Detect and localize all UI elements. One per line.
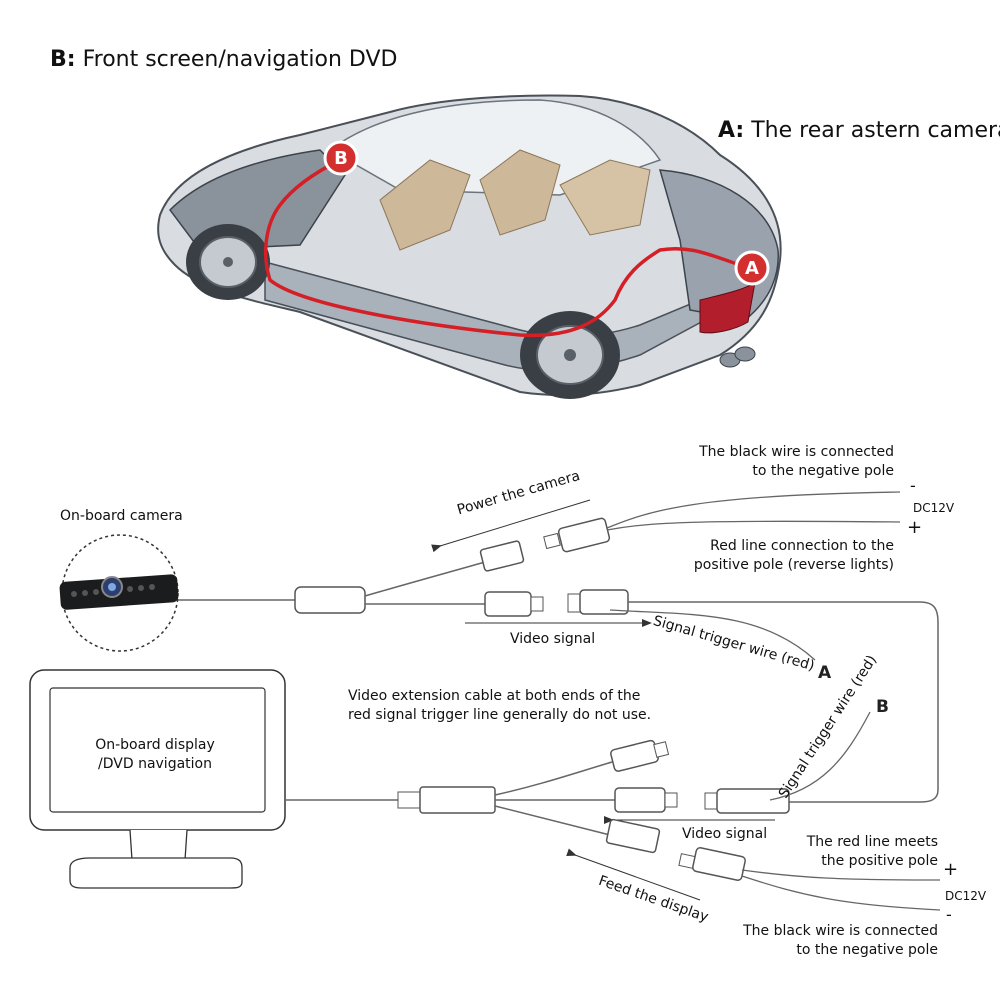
label-bottom-voltage: DC12V [945,889,987,903]
label-display-1: On-board display [95,737,215,753]
arrow-feed-display [566,848,701,901]
black-wire-top [606,491,901,529]
car-rear-seat [559,159,651,236]
car-cable-route [263,158,741,338]
display-connector-middle-pin [664,792,678,808]
camera-splitter [294,586,366,614]
power-plug-display [678,847,746,881]
trigger-a-end: A [818,663,832,683]
red-wire-bottom [741,869,941,881]
camera-power-branch [364,561,486,597]
label-a-letter: A: [718,118,745,143]
label-video-signal-bottom: Video signal [682,826,768,842]
label-video-signal-top: Video signal [510,631,596,647]
label-red-line-1: Red line connection to the [710,538,894,554]
camera-power-connector [479,540,525,572]
label-b-text: Front screen/navigation DVD [82,47,398,72]
display-splitter-cap [397,791,421,809]
label-extension-1: Video extension cable at both ends of th… [348,688,641,704]
marker-a-letter: A [745,258,759,279]
label-top-black-wire-2: to the negative pole [752,463,894,479]
extension-rca-bottom-tip [704,792,718,810]
label-top-plus: + [907,517,923,538]
red-wire-top [606,520,901,531]
car-rear-wheel [520,311,620,399]
label-bottom-black-wire-1: The black wire is connected [743,923,938,939]
display-connector-upper [610,739,659,772]
label-display-2: /DVD navigation [98,756,212,772]
label-bottom-plus: + [943,859,959,880]
camera-video-pin [530,596,544,612]
label-bottom-minus: - [946,905,952,924]
label-red-meets-1: The red line meets [806,834,938,850]
marker-b: B [323,140,359,176]
marker-b-letter: B [334,148,348,169]
display-monitor [29,669,286,889]
label-b-letter: B: [50,47,76,72]
car-tail-light [699,280,756,334]
label-top-voltage: DC12V [913,501,955,515]
arrow-power-camera [431,499,591,553]
display-connector-upper-pin [653,741,670,758]
label-extension-2: red signal trigger line generally do not… [348,707,652,723]
car-seats [379,149,561,251]
camera-illustration [59,534,179,652]
display-splitter [419,786,496,814]
label-a-text: The rear astern camera [751,118,1000,143]
display-connector-middle [614,787,666,813]
display-power-branch [494,805,611,836]
label-top-minus: - [910,476,916,495]
trigger-wire-a [609,609,816,661]
label-b-front-screen: B: Front screen/navigation DVD [50,47,397,73]
marker-a: A [734,250,770,286]
display-branch-upper [494,761,613,796]
camera-video-connector [484,591,532,617]
trigger-b-end: B [876,697,889,717]
label-bottom-black-wire-2: to the negative pole [796,942,938,958]
car-front-wheel [186,224,270,300]
display-power-connector [605,818,661,854]
black-wire-bottom [741,875,941,911]
label-red-meets-2: the positive pole [821,853,938,869]
extension-rca-bottom [716,788,790,814]
extension-rca-top-tip [567,593,581,613]
car-roof-glass [328,99,662,196]
label-red-line-2: positive pole (reverse lights) [693,557,894,573]
trigger-wire-b [769,711,871,801]
label-camera: On-board camera [60,508,183,524]
label-a-rear-camera: A: The rear astern camera [718,118,1000,144]
label-top-black-wire-1: The black wire is connected [699,444,894,460]
car-exhaust [719,346,756,368]
video-extension-cable [628,601,939,803]
power-plug-camera [543,517,611,553]
